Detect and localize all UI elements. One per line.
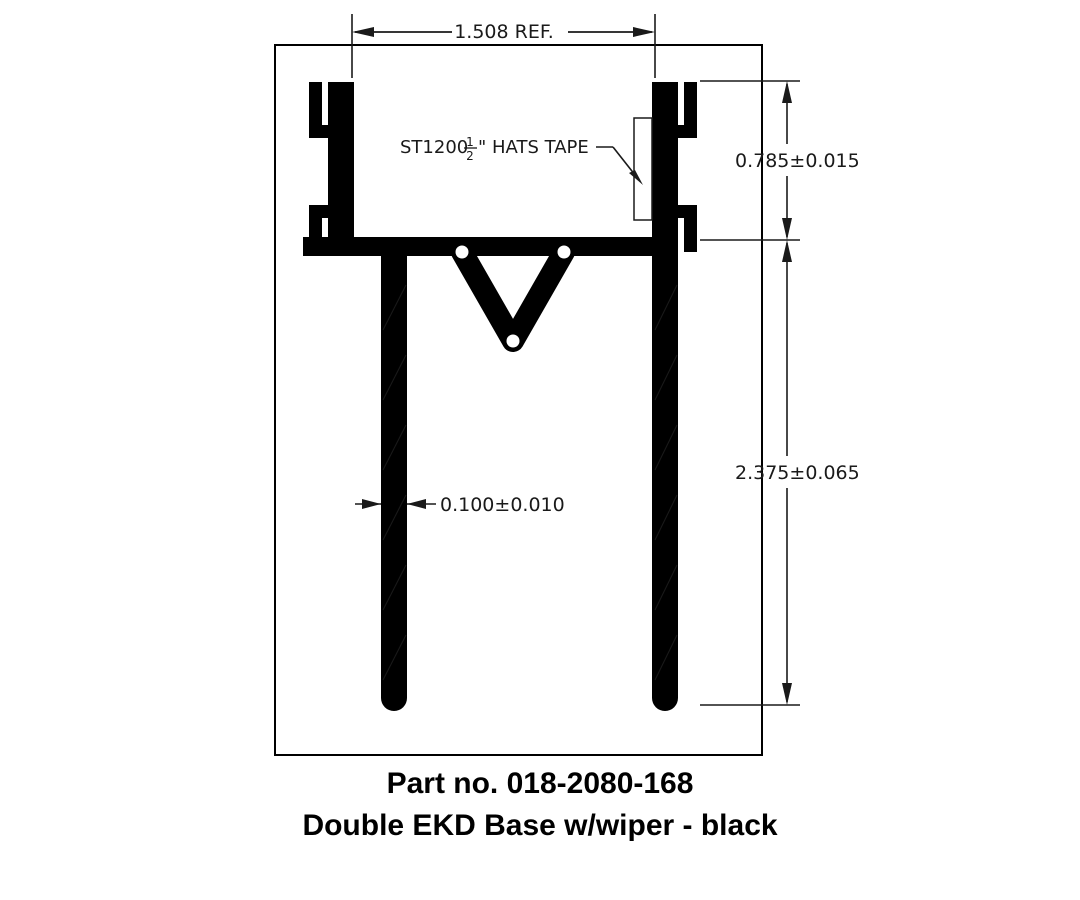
- thickness-arrowhead-left: [362, 499, 381, 509]
- callout-tape-fraction-numerator: 1: [466, 135, 474, 149]
- extrusion-profile: [303, 82, 697, 711]
- callout-tape-part: ST1200: [400, 137, 468, 158]
- arrowhead-left: [352, 27, 374, 37]
- right-wall: [652, 82, 678, 250]
- left-upper-barb-tie: [309, 125, 333, 138]
- arrowhead-right: [633, 27, 655, 37]
- upper-arrowhead-top: [782, 81, 792, 103]
- part-number-title: Part no. 018-2080-168: [387, 767, 694, 800]
- upper-arrowhead-bottom: [782, 218, 792, 240]
- v-wiper: [451, 241, 575, 352]
- dimension-lower-height-text: 2.375±0.065: [735, 462, 860, 484]
- v-wiper-void-left: [455, 245, 469, 259]
- v-wiper-void-bottom: [506, 334, 520, 348]
- dimension-upper-height-text: 0.785±0.015: [735, 150, 860, 172]
- dimension-lower-height: 2.375±0.065: [700, 240, 860, 706]
- left-upper-barb-stub: [309, 82, 322, 138]
- part-description-title: Double EKD Base w/wiper - black: [302, 809, 777, 842]
- right-lower-barb-tie: [671, 205, 697, 218]
- callout-tape-rest: " HATS TAPE: [478, 137, 589, 158]
- section-hatching: [382, 284, 678, 681]
- right-upper-barb-tie: [673, 125, 697, 138]
- left-lower-barb-tie: [309, 205, 335, 218]
- lower-arrowhead-bottom: [782, 683, 792, 705]
- callout-tape-fraction-denominator: 2: [466, 149, 474, 163]
- thickness-arrowhead-right: [407, 499, 426, 509]
- tape-strip-outline: [633, 117, 653, 221]
- dimension-overall-width: 1.508 REF.: [351, 14, 656, 78]
- callout-tape: ST1200 1 2 " HATS TAPE: [400, 135, 643, 185]
- right-upper-barb-stub: [684, 82, 697, 138]
- drawing-border: [274, 44, 763, 756]
- v-wiper-void-right: [557, 245, 571, 259]
- dimension-overall-width-text: 1.508 REF.: [454, 21, 554, 43]
- callout-tape-arrowhead: [629, 170, 643, 185]
- base-web: [303, 237, 678, 256]
- dimension-upper-height: 0.785±0.015: [700, 80, 860, 241]
- dimension-wall-thickness: 0.100±0.010: [355, 494, 565, 516]
- left-wall: [328, 82, 354, 250]
- dimension-wall-thickness-text: 0.100±0.010: [440, 494, 565, 516]
- lower-arrowhead-top: [782, 240, 792, 262]
